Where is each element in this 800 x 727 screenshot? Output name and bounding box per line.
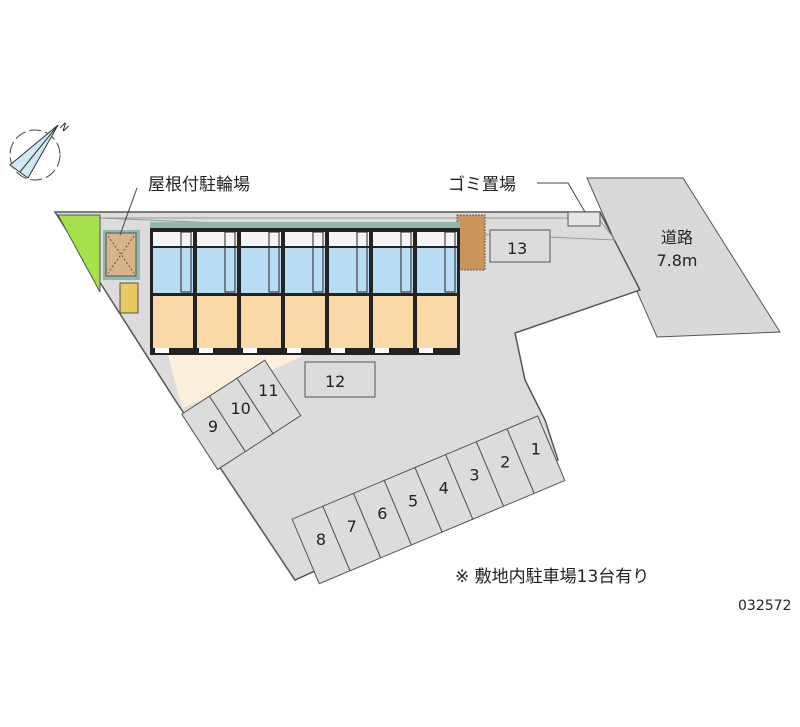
parking-note: ※ 敷地内駐車場13台有り [455,567,649,587]
parking-number: 5 [408,491,418,510]
garbage-area [567,211,601,227]
parking-number: 12 [325,372,345,391]
parking-number: 13 [507,239,527,258]
parking-number: 1 [531,440,541,459]
apartment-unit [285,231,325,353]
garbage-leader-line [537,182,586,213]
road-name: 道路 [661,228,693,247]
parking-space-11: 11 [236,359,302,435]
parking-number: 7 [347,517,357,536]
property-id: 032572 [738,598,791,614]
parking-number: 11 [258,381,278,400]
parking-space-8: 8 [291,505,351,585]
bicycle-rack [119,282,139,314]
parking-number: 10 [230,399,250,418]
parking-number: 9 [208,417,218,436]
parking-number: 2 [500,453,510,472]
tile-area [456,214,486,271]
bicycle-shelter-cross [107,235,135,274]
road-width: 7.8m [656,251,697,270]
apartment-unit [417,231,457,353]
garbage-label: ゴミ置場 [448,174,516,195]
parking-space-12 [304,361,376,398]
apartment-building [150,222,460,355]
parking-space-13 [489,229,551,263]
green-area [57,214,101,293]
compass-icon: N [9,121,70,181]
bicycle-parking-label: 屋根付駐輪場 [148,175,250,195]
apartment-unit [241,231,281,353]
apartment-unit [373,231,413,353]
parking-row: 1 2 3 4 5 6 7 8 [291,415,566,585]
parking-number: 3 [469,465,479,484]
parking-side: 9 10 11 [181,359,302,471]
parking-number: 4 [439,478,449,497]
bicycle-leader-line [119,187,138,236]
parking-number: 8 [316,530,326,549]
apartment-unit [329,231,369,353]
apartment-unit [197,231,237,353]
north-label: N [57,121,70,134]
apartment-unit [153,231,193,353]
parking-number: 6 [377,504,387,523]
